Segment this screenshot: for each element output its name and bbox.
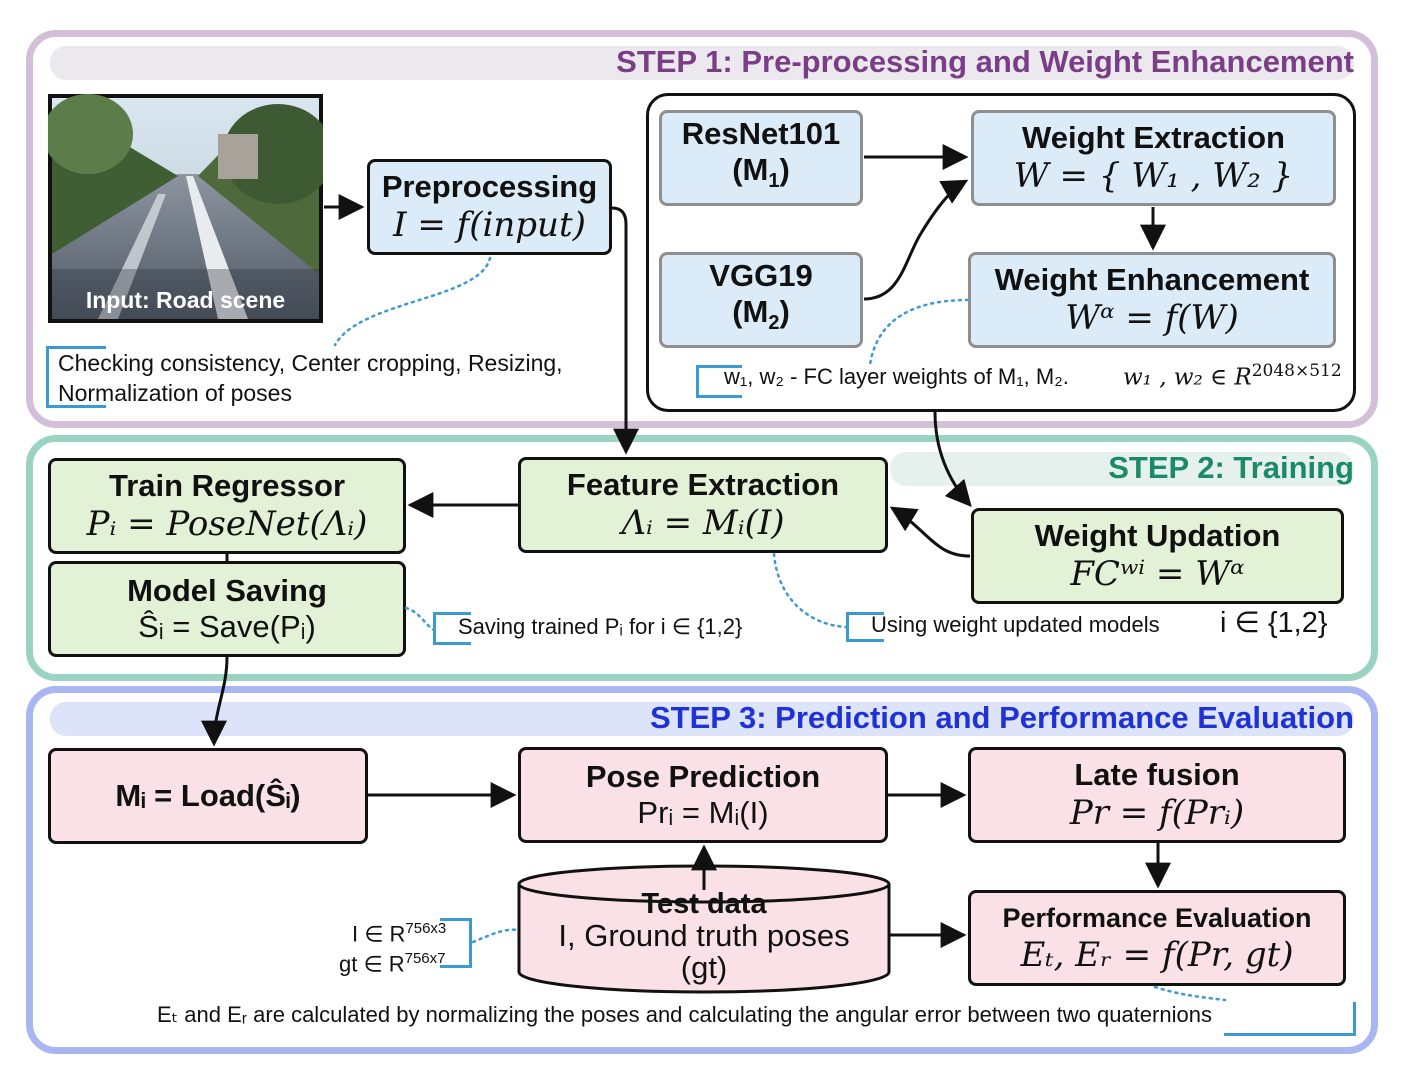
test-data-title: Test data: [641, 888, 767, 920]
model-saving-title: Model Saving: [127, 573, 327, 608]
test-data-line2: I, Ground truth poses: [558, 918, 850, 953]
preprocessing-note-line2: Normalization of poses: [58, 380, 292, 406]
vgg19-box: VGG19 (M2): [659, 252, 863, 348]
resnet101-label: ResNet101: [681, 116, 841, 152]
test-data-text: Test data I, Ground truth poses (gt): [519, 888, 889, 984]
performance-evaluation-title: Performance Evaluation: [1002, 903, 1312, 933]
pose-prediction-box: Pose Prediction Prᵢ = Mᵢ(I): [518, 747, 888, 843]
weight-extraction-box: Weight Extraction W = { W₁ , W₂ }: [971, 110, 1336, 206]
weight-enhancement-title: Weight Enhancement: [994, 262, 1310, 297]
performance-evaluation-formula: Eₜ, Eᵣ = f(Pr, gt): [1020, 935, 1294, 975]
updated-note: Using weight updated models: [871, 612, 1160, 637]
vgg19-model-id: (M2): [732, 294, 790, 335]
feature-extraction-title: Feature Extraction: [566, 467, 840, 502]
models-frame: [646, 93, 1356, 412]
input-dims-line2: gt ∈ R756x7: [339, 950, 446, 977]
fc-note-text: w₁, w₂ - FC layer weights of M₁, M₂.: [724, 364, 1069, 389]
late-fusion-title: Late fusion: [1074, 757, 1240, 792]
weight-enhancement-box: Weight Enhancement Wᵅ = f(W): [968, 252, 1336, 348]
load-model-formula: Mᵢ = Load(Ŝᵢ): [115, 778, 301, 813]
step3-title-bar: [50, 702, 1354, 736]
input-dims-bracket: [440, 918, 472, 968]
step3-title: STEP 3: Prediction and Performance Evalu…: [649, 700, 1354, 735]
step1-frame: [26, 30, 1378, 428]
preprocessing-note-bracket: [46, 346, 106, 408]
weight-enhancement-formula: Wᵅ = f(W): [1065, 298, 1239, 338]
updated-note-bracket: [846, 612, 884, 642]
model-saving-box: Model Saving Ŝᵢ = Save(Pᵢ): [48, 561, 406, 657]
road-scene-image: Input: Road scene: [48, 94, 323, 323]
preprocessing-note-line1: Checking consistency, Center cropping, R…: [58, 350, 563, 376]
weight-extraction-formula: W = { W₁ , W₂ }: [1013, 156, 1294, 196]
updated-set: i ∈ {1,2}: [1220, 607, 1328, 639]
performance-evaluation-box: Performance Evaluation Eₜ, Eᵣ = f(Pr, gt…: [968, 890, 1346, 986]
model-saving-formula: Ŝᵢ = Save(Pᵢ): [138, 609, 316, 644]
load-model-box: Mᵢ = Load(Ŝᵢ): [48, 748, 368, 844]
step2-title: STEP 2: Training: [1108, 450, 1354, 485]
input-dims-line1: I ∈ R756x3: [352, 920, 447, 947]
weight-extraction-title: Weight Extraction: [1022, 120, 1285, 155]
input-caption: Input: Road scene: [85, 287, 286, 313]
saving-note: Saving trained Pᵢ for i ∈ {1,2}: [458, 614, 743, 639]
fc-note-formula: w₁ , w₂ ∈ R2048×512: [1123, 361, 1342, 391]
footnote-bracket: [1224, 1002, 1356, 1036]
resnet101-box: ResNet101 (M1): [659, 110, 863, 206]
test-data-line3: (gt): [680, 950, 728, 985]
train-regressor-formula: Pᵢ = PoseNet(Λᵢ): [86, 504, 368, 544]
step3-frame: [26, 686, 1378, 1054]
feature-extraction-box: Feature Extraction Λᵢ = Mᵢ(I): [518, 457, 888, 553]
weight-updation-title: Weight Updation: [1034, 518, 1281, 553]
footnote: Eₜ and Eᵣ are calculated by normalizing …: [157, 1002, 1212, 1027]
preprocessing-box: Preprocessing I = f(input): [367, 159, 612, 255]
step2-frame: [26, 435, 1378, 681]
pose-prediction-formula: Prᵢ = Mᵢ(I): [637, 795, 769, 830]
late-fusion-box: Late fusion Pr = f(Prᵢ): [968, 747, 1346, 843]
step1-title-bar: [50, 46, 1354, 80]
preprocessing-formula: I = f(input): [393, 205, 586, 245]
train-regressor-title: Train Regressor: [108, 468, 346, 503]
preprocessing-title: Preprocessing: [381, 169, 598, 204]
resnet101-model-id: (M1): [732, 152, 790, 193]
step1-title: STEP 1: Pre-processing and Weight Enhanc…: [616, 44, 1354, 79]
weight-updation-box: Weight Updation FCʷⁱ = Wᵅ: [971, 508, 1344, 604]
fc-note-bracket: [696, 365, 742, 398]
late-fusion-formula: Pr = f(Prᵢ): [1069, 793, 1245, 833]
weight-updation-formula: FCʷⁱ = Wᵅ: [1070, 554, 1245, 594]
feature-extraction-formula: Λᵢ = Mᵢ(I): [621, 503, 785, 543]
train-regressor-box: Train Regressor Pᵢ = PoseNet(Λᵢ): [48, 458, 406, 554]
vgg19-label: VGG19: [709, 258, 813, 294]
pose-prediction-title: Pose Prediction: [585, 759, 821, 794]
